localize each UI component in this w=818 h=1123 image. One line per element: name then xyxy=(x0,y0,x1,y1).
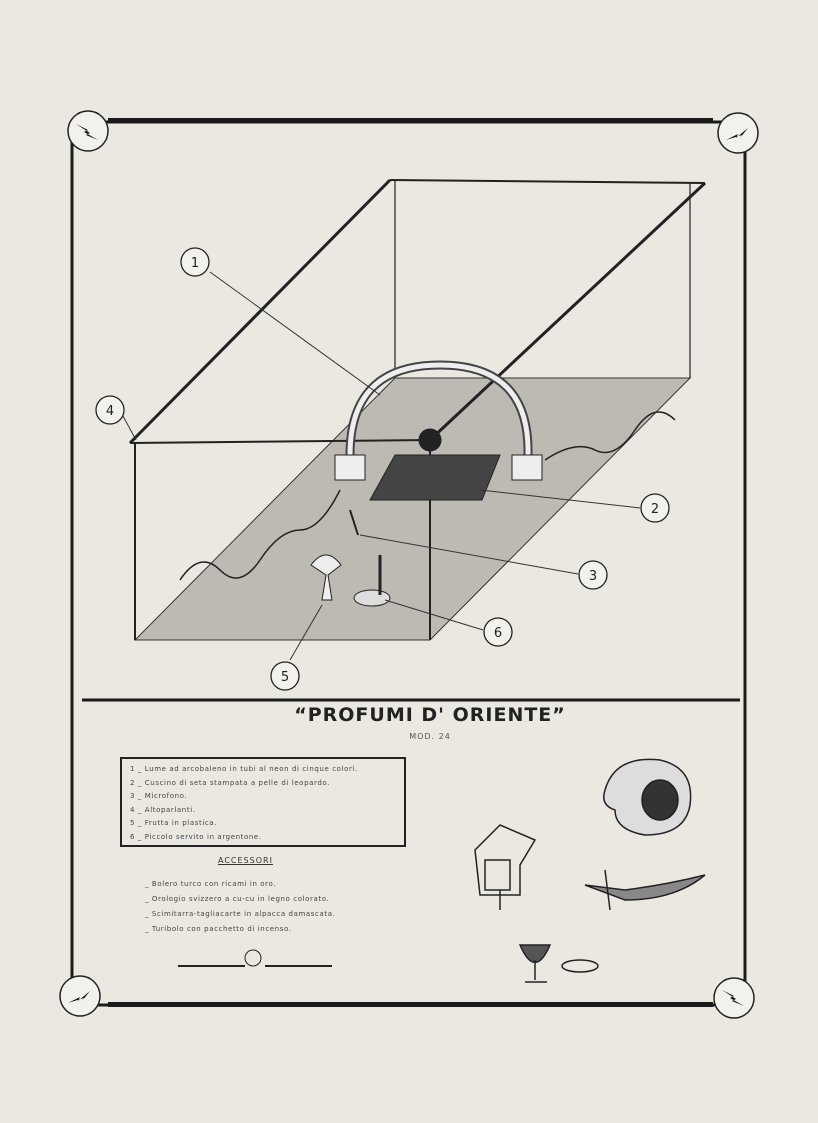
legend-item: 4 _ Altoparlanti. xyxy=(130,805,196,814)
cuckoo-clock-sketch xyxy=(474,824,537,896)
callout-3: 3 xyxy=(589,569,597,584)
accessory-item: _ Bolero turco con ricami in oro. xyxy=(145,880,277,888)
legend-box: 1 _ Lume ad arcobaleno in tubi al neon d… xyxy=(120,757,406,847)
callout-1: 1 xyxy=(191,256,199,271)
document-title: “PROFUMI D' ORIENTE” xyxy=(294,704,566,726)
floor xyxy=(135,378,690,640)
lightning-bolt-icon xyxy=(67,110,109,152)
accessories-heading: ACCESSORI xyxy=(218,856,273,865)
lightning-bolt-icon xyxy=(717,112,759,154)
legend-item: 6 _ Piccolo servito in argentone. xyxy=(130,832,262,841)
lightning-bolt-icon xyxy=(713,977,755,1019)
callout-5: 5 xyxy=(281,670,289,685)
callout-4: 4 xyxy=(106,404,114,419)
callout-6: 6 xyxy=(494,626,502,641)
accessory-item: _ Scimitarra-tagliacarte in alpacca dama… xyxy=(145,910,336,918)
room-structure xyxy=(128,178,707,641)
legend-item: 2 _ Cuscino di seta stampata a pelle di … xyxy=(130,778,330,787)
scimitar-sketch xyxy=(584,874,706,901)
lightning-bolt-icon xyxy=(59,975,101,1017)
callout-leaders xyxy=(122,271,641,661)
accessories-list: _ Bolero turco con ricami in oro. _ Orol… xyxy=(145,877,335,937)
model-number: MOD. 24 xyxy=(409,732,451,741)
censer-sketch xyxy=(518,944,552,983)
legend-item: 5 _ Frutta in plastica. xyxy=(130,819,218,827)
legend-item: 1 _ Lume ad arcobaleno in tubi al neon d… xyxy=(130,765,358,773)
accessory-illustrations xyxy=(178,758,706,983)
callout-2: 2 xyxy=(651,502,659,517)
outer-frame xyxy=(70,118,747,1007)
callout-markers xyxy=(95,247,670,691)
accessory-item: _ Orologio svizzero a cu-cu in legno col… xyxy=(145,895,330,903)
legend-item: 3 _ Microfono. xyxy=(130,792,188,800)
accessory-item: _ Turibolo con pacchetto di incenso. xyxy=(145,925,292,933)
leopard-cushion xyxy=(369,454,501,501)
